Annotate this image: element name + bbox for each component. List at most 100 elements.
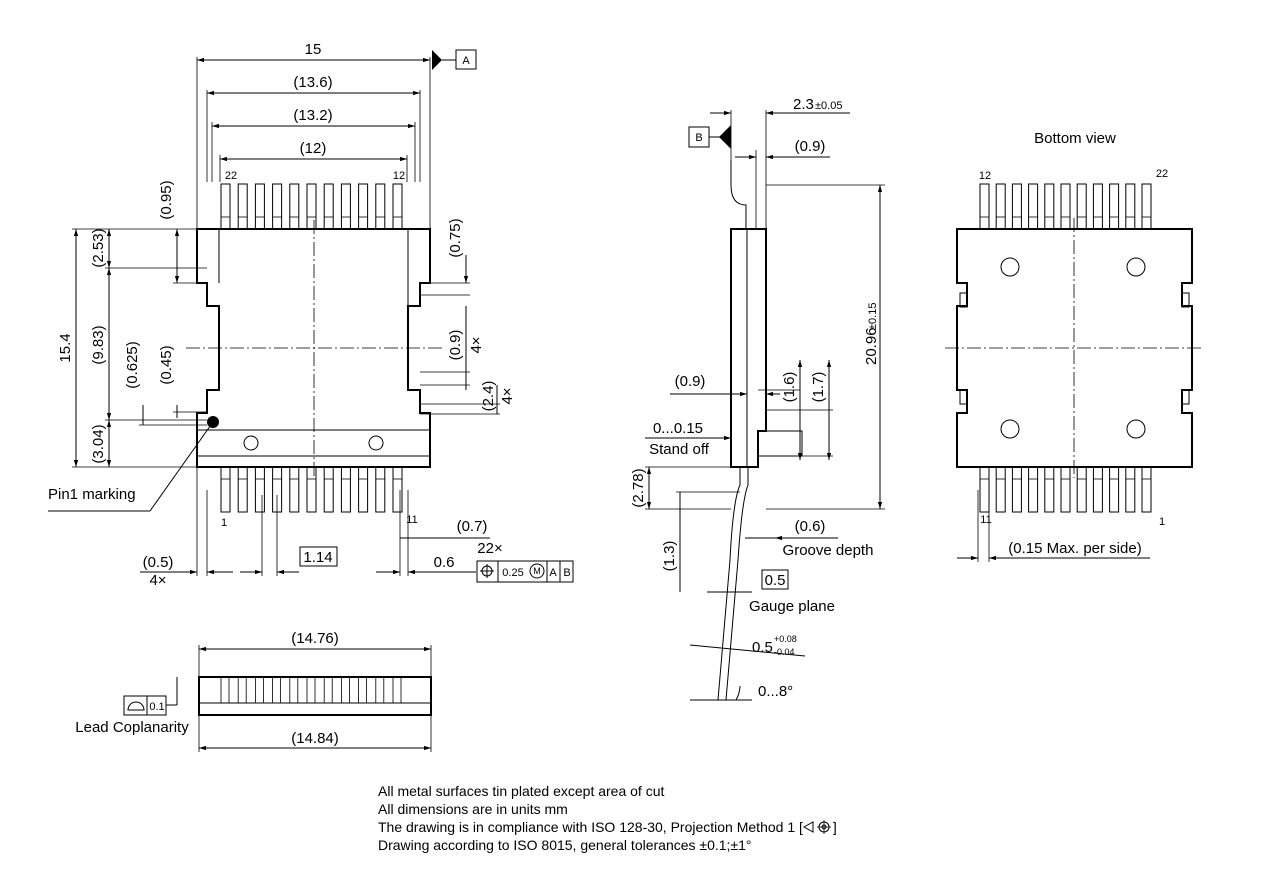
standoff-label: Stand off: [649, 441, 710, 458]
lead: [306, 183, 317, 230]
dim-0-9: (0.9): [447, 330, 464, 361]
dim-15: 15: [305, 41, 322, 58]
lead: [392, 466, 403, 513]
lead: [1060, 466, 1071, 513]
side-lead-top: [730, 160, 747, 229]
side-view: 2.3 ±0.05 B (0.9) 20.96 ±0.15 (0.9) (1.6…: [630, 96, 885, 701]
lead: [254, 183, 265, 230]
lead-coplanarity-label: Lead Coplanarity: [75, 719, 189, 736]
lead: [1076, 183, 1087, 230]
groove-detail: [757, 430, 803, 457]
lead: [979, 466, 990, 513]
heat-slug: [196, 429, 431, 468]
note-4: Drawing according to ISO 8015, general t…: [378, 837, 752, 853]
dim-2-3-tolerance: ±0.05: [815, 100, 842, 112]
slug-hole-left: [243, 435, 259, 451]
dim-1-14-box: [299, 546, 338, 567]
coplanarity-frame: 0.1: [123, 677, 178, 716]
dim-0-5-multiplier: 4×: [149, 572, 166, 589]
exposed-pad-outline: [218, 228, 409, 306]
bv-hole-tr: [1126, 257, 1146, 277]
dim-20-96-tolerance: ±0.15: [867, 303, 879, 330]
lead: [1109, 183, 1120, 230]
gauge-box: [761, 569, 789, 590]
standoff-value: 0...0.15: [653, 420, 703, 437]
front-lead: [237, 676, 247, 704]
note-3-text: The drawing is in compliance with ISO 12…: [378, 819, 803, 835]
front-lead: [375, 676, 385, 704]
lead: [995, 466, 1006, 513]
bv-pin-12-label: 12: [979, 170, 991, 182]
lead: [220, 466, 231, 513]
note-2: All dimensions are in units mm: [378, 801, 568, 817]
projection-method-icon: [802, 819, 833, 835]
lead: [358, 183, 369, 230]
lead: [1060, 183, 1071, 230]
dim-0-9-side-top: (0.9): [795, 138, 826, 155]
front-lead: [289, 676, 299, 704]
lead: [375, 466, 386, 513]
dim-20-96: 20.96: [863, 327, 880, 365]
pin-12-label: 12: [393, 170, 405, 182]
datum-a-box: [455, 49, 477, 70]
lead: [979, 183, 990, 230]
lead: [340, 466, 351, 513]
front-lead: [254, 676, 264, 704]
datum-b-label: B: [695, 132, 702, 144]
lead: [1011, 183, 1022, 230]
datum-a-triangle: [432, 50, 442, 70]
groove-depth-label: Groove depth: [783, 542, 874, 559]
dim-15-4: 15.4: [57, 333, 74, 362]
front-lead: [220, 676, 230, 704]
bv-pin-22-label: 22: [1156, 168, 1168, 180]
tolerance-datum-1: A: [549, 567, 557, 579]
dim-22x: 22×: [477, 540, 502, 557]
dim-0-6-groove: (0.6): [795, 518, 826, 535]
dim-0-95: (0.95): [158, 180, 175, 219]
lead: [1028, 466, 1039, 513]
front-lead: [323, 676, 333, 704]
lead: [1044, 183, 1055, 230]
front-lead: [340, 676, 350, 704]
tolerance-modifier: M: [533, 566, 541, 576]
lead: [1011, 466, 1022, 513]
profile-surface-icon: [127, 701, 145, 711]
pin1-leader: [149, 421, 214, 512]
dim-9-83: (9.83): [90, 325, 107, 364]
lead-thickness-minus: -0.04: [774, 647, 795, 657]
gauge-plane-label: Gauge plane: [749, 598, 835, 615]
dim-3-04: (3.04): [90, 424, 107, 463]
lead: [995, 183, 1006, 230]
note-1: All metal surfaces tin plated except are…: [378, 783, 665, 799]
bottom-leads: [220, 466, 403, 513]
lead: [306, 466, 317, 513]
dim-0-9-multiplier: 4×: [468, 336, 485, 353]
dim-14-84: (14.84): [291, 730, 339, 747]
front-view: (14.76) (14.84) 0.1 Lead Coplanarity: [75, 630, 432, 752]
dim-1-6: (1.6): [781, 372, 798, 403]
dim-2-78: (2.78): [630, 468, 647, 507]
lead: [392, 183, 403, 230]
lead-thickness-base: 0.5: [752, 639, 773, 656]
tolerance-datum-2: B: [563, 567, 570, 579]
datum-a-label: A: [462, 55, 470, 67]
bv-hole-tl: [1000, 257, 1020, 277]
front-lead: [306, 676, 316, 704]
lead: [237, 183, 248, 230]
front-lead: [392, 676, 402, 704]
dim-14-76: (14.76): [291, 630, 339, 647]
dim-1-7: (1.7): [810, 372, 827, 403]
lead: [375, 183, 386, 230]
lead: [1125, 466, 1136, 513]
dim-1-14: 1.14: [303, 549, 332, 566]
lead: [358, 466, 369, 513]
coplanarity-value: 0.1: [149, 701, 164, 713]
dim-0-7: (0.7): [457, 518, 488, 535]
lead: [254, 466, 265, 513]
pin-1-label: 1: [221, 517, 227, 529]
max-per-side-label: (0.15 Max. per side): [1008, 540, 1141, 557]
lead: [1109, 466, 1120, 513]
dim-0-9-side-left: (0.9): [675, 373, 706, 390]
dim-13-2: (13.2): [293, 107, 332, 124]
gauge-value: 0.5: [765, 572, 786, 589]
